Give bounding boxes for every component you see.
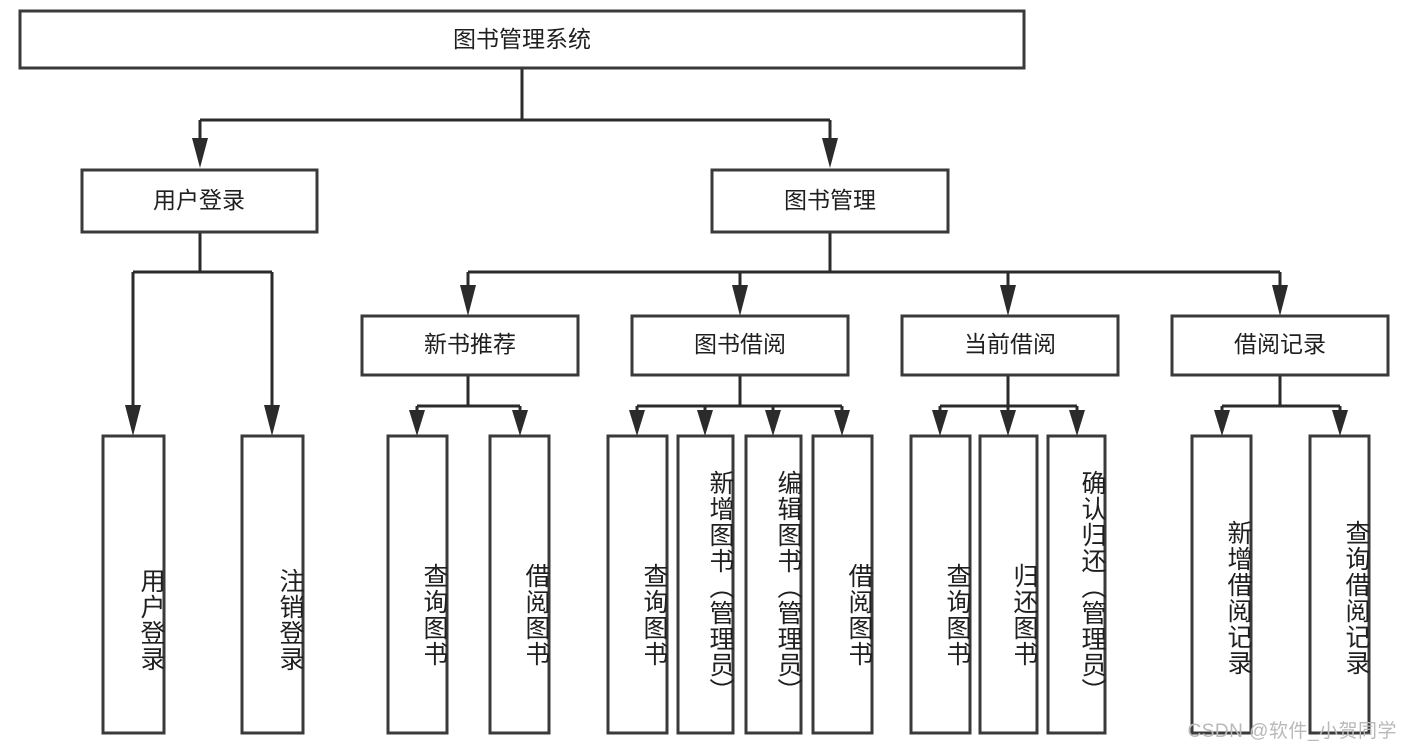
node-book-borrow-label: 图书借阅 [694,331,786,357]
leaf-new-book-1[interactable] [386,434,449,735]
arrow-current-leaf-2 [1000,410,1016,436]
leaf-borrow-record-2[interactable] [1308,434,1371,735]
leaf-current-borrow-1-label: 查询图书 [943,563,971,667]
node-user-login-label: 用户登录 [153,187,245,213]
node-root[interactable] [18,9,1026,70]
node-book-management[interactable] [710,168,950,234]
node-book-management-label: 图书管理 [784,187,876,213]
arrow-book-mgmt-to-new-book [460,285,476,316]
leaf-current-borrow-2[interactable] [978,434,1039,735]
arrow-borrow-leaf-1 [629,410,645,436]
node-root-label: 图书管理系统 [453,26,591,52]
arrow-borrow-leaf-2 [697,410,713,436]
leaf-borrow-record-1[interactable] [1190,434,1253,735]
csdn-watermark: CSDN @软件_小贺同学 [1187,721,1397,742]
leaf-user-login-2-label: 注销登录 [276,568,304,672]
leaf-book-borrow-4-label: 借阅图书 [845,563,873,667]
leaf-book-borrow-2-label: 新增图书（管理员） [706,470,734,704]
arrow-user-login-leaf-2 [264,405,280,436]
leaf-book-borrow-1-label: 查询图书 [640,563,668,667]
arrow-book-mgmt-to-borrow [732,285,748,316]
leaf-book-borrow-2[interactable] [676,434,735,735]
node-book-borrow[interactable] [630,314,850,377]
arrow-current-leaf-1 [932,410,948,436]
arrow-borrow-leaf-4 [834,410,850,436]
arrow-current-leaf-3 [1069,410,1085,436]
leaf-user-login-1-label: 用户登录 [137,568,165,672]
node-new-book-recommend-label: 新书推荐 [424,331,516,357]
leaf-book-borrow-3-label: 编辑图书（管理员） [774,470,802,704]
arrow-new-book-leaf-2 [512,410,528,436]
arrow-book-mgmt-to-record [1272,285,1288,316]
node-current-borrow-label: 当前借阅 [964,331,1056,357]
leaf-current-borrow-3-label: 确认归还（管理员） [1078,470,1106,704]
leaf-book-borrow-3[interactable] [744,434,803,735]
arrow-borrow-leaf-3 [765,410,781,436]
leaf-current-borrow-3[interactable] [1046,434,1107,735]
arrow-root-to-user-login [192,138,208,168]
leaf-current-borrow-2-label: 归还图书 [1010,563,1038,667]
leaf-book-borrow-1[interactable] [606,434,669,735]
leaf-user-login-1[interactable] [101,434,166,735]
arrow-root-to-book-mgmt [822,138,838,168]
arrow-record-leaf-2 [1332,410,1348,436]
arrow-record-leaf-1 [1214,410,1230,436]
arrow-new-book-leaf-1 [409,410,425,436]
leaf-borrow-record-1-label: 新增借阅记录 [1224,519,1252,676]
leaf-new-book-2-label: 借阅图书 [522,563,550,667]
leaf-user-login-2[interactable] [240,434,305,735]
leaf-new-book-2[interactable] [488,434,551,735]
node-current-borrow[interactable] [900,314,1120,377]
node-user-login[interactable] [80,168,319,234]
node-borrow-record[interactable] [1170,314,1390,377]
leaf-borrow-record-2-label: 查询借阅记录 [1342,519,1370,676]
arrow-book-mgmt-to-current [1000,285,1016,316]
arrow-user-login-leaf-1 [125,405,141,436]
leaf-new-book-1-label: 查询图书 [420,563,448,667]
node-borrow-record-label: 借阅记录 [1234,331,1326,357]
node-new-book-recommend[interactable] [360,314,580,377]
leaf-current-borrow-1[interactable] [909,434,972,735]
leaf-book-borrow-4[interactable] [811,434,874,735]
